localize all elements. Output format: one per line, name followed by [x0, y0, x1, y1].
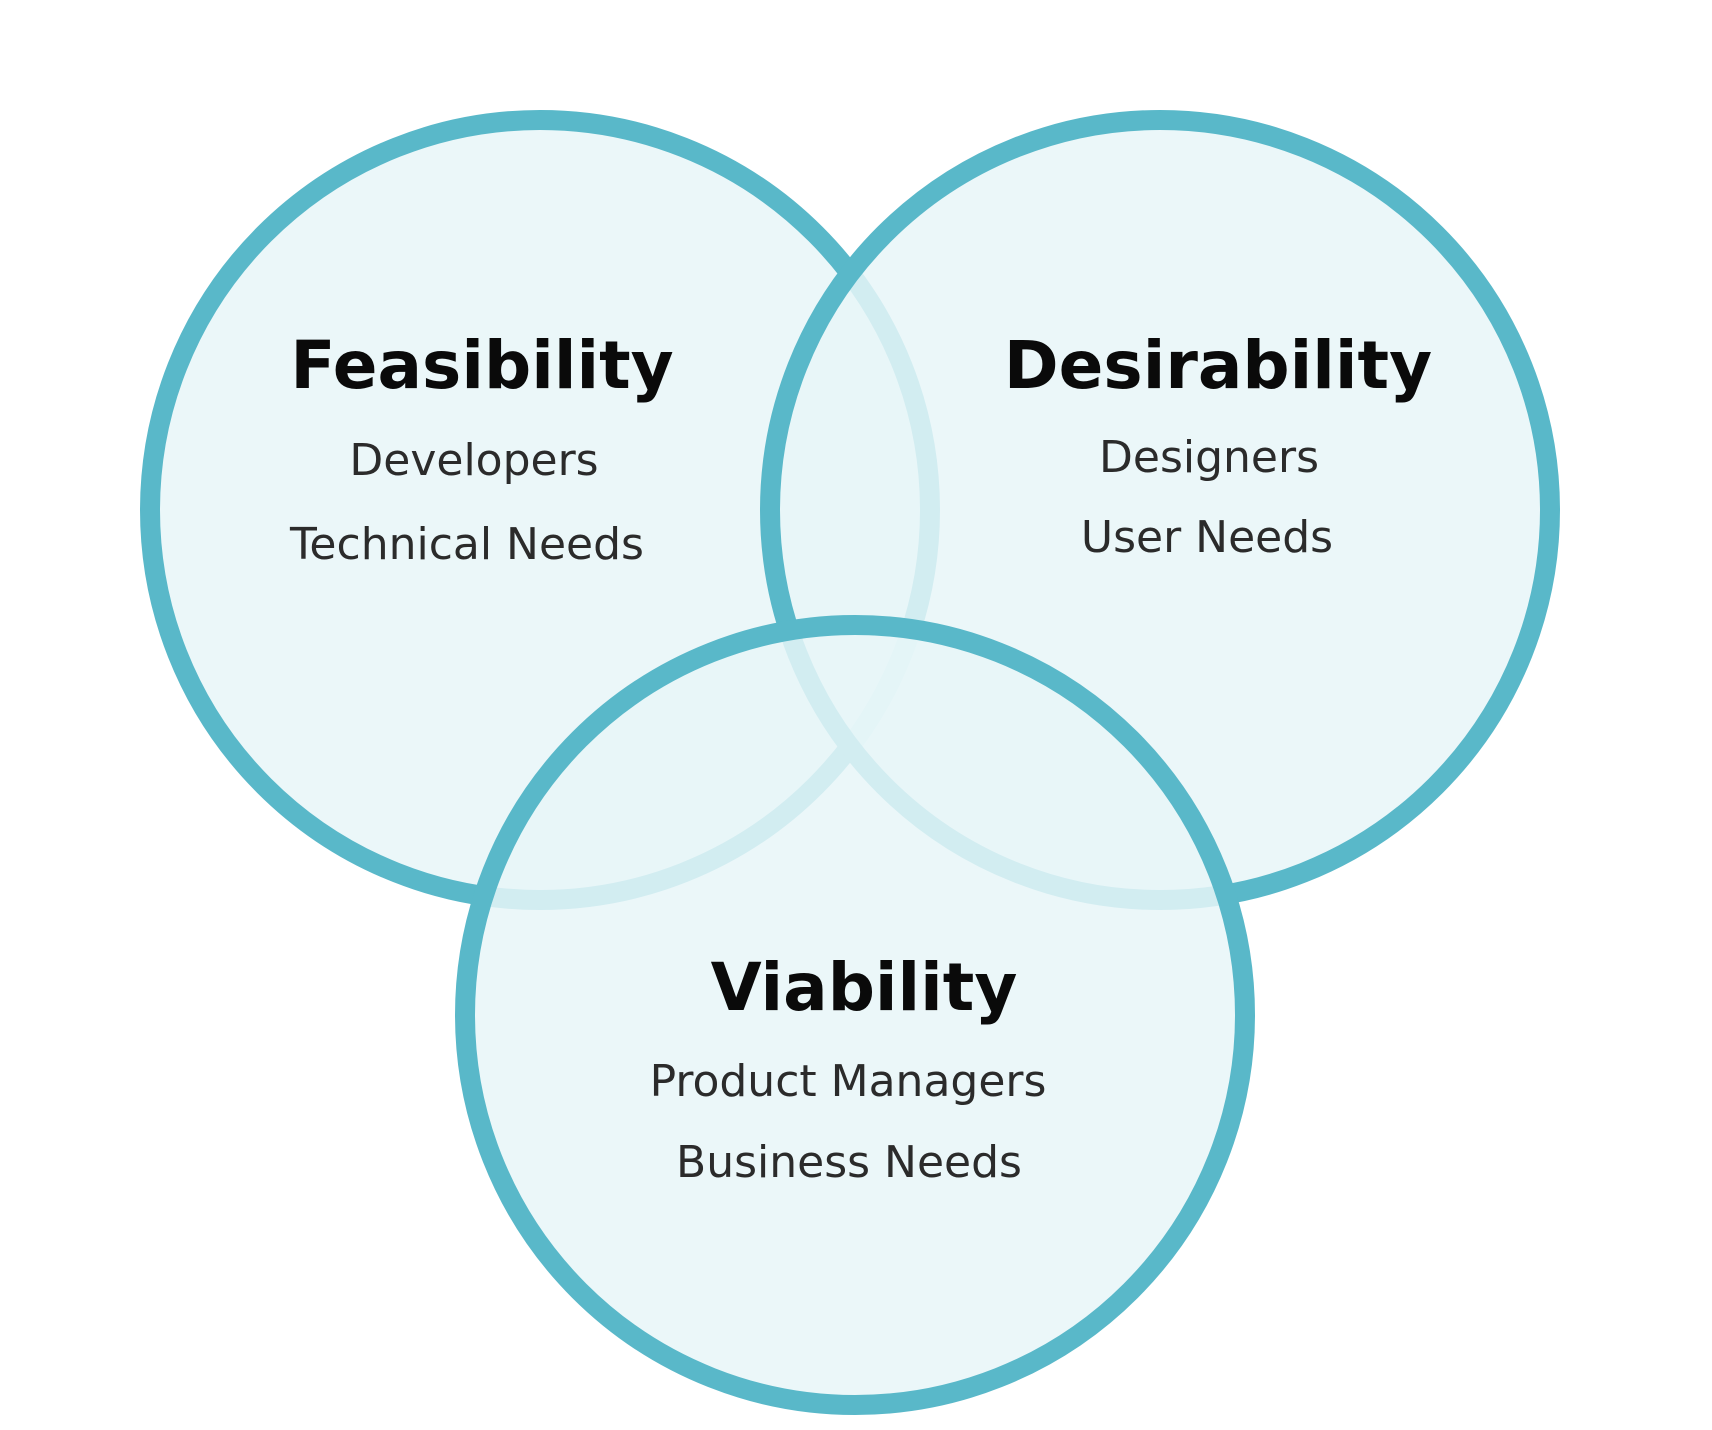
feasibility-line-2: Technical Needs	[289, 519, 644, 570]
viability-line-1: Product Managers	[650, 1056, 1047, 1107]
viability-line-2: Business Needs	[676, 1137, 1022, 1188]
viability-title: Viability	[711, 949, 1018, 1026]
feasibility-title: Feasibility	[290, 327, 673, 404]
viability-circle	[455, 615, 1255, 1415]
desirability-title: Desirability	[1004, 327, 1432, 404]
desirability-line-1: Designers	[1099, 432, 1319, 483]
desirability-line-2: User Needs	[1081, 512, 1333, 563]
feasibility-line-1: Developers	[349, 435, 598, 486]
